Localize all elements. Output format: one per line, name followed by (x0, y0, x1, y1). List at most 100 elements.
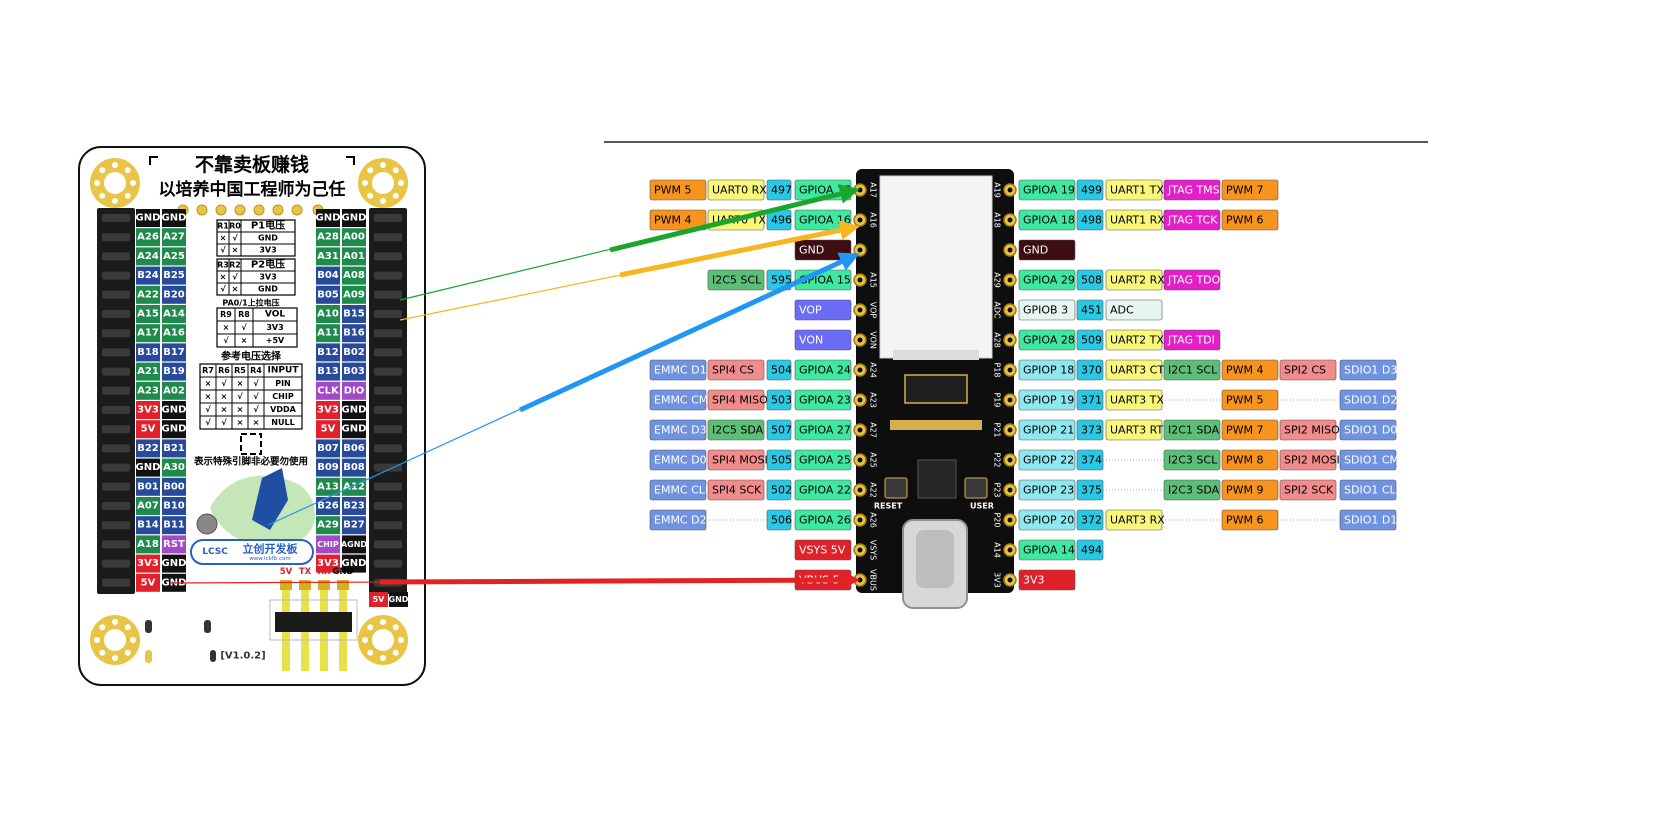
pin-function-label: SPI4 CS (707, 359, 765, 381)
board-pin-bg (136, 343, 160, 362)
board-pin-bg (162, 497, 186, 515)
board-pin-label: 5V (136, 420, 160, 439)
pin-header-pin (374, 233, 402, 242)
mounting-hole-via (367, 167, 374, 174)
pin-function-text: EMMC CMD (654, 394, 717, 407)
pin-function-label: JTAG TDO (1163, 269, 1221, 291)
pin-function-bg (1076, 419, 1104, 441)
pin-function-label: SPI2 MOSI (1279, 449, 1340, 471)
mounting-hole-via (392, 167, 399, 174)
board-pin-label: GND (342, 554, 366, 573)
pin-function-bg (1018, 509, 1076, 531)
board-pin-label: A25 (162, 247, 186, 266)
board-pin-label: B16 (342, 324, 366, 343)
pin-header-pin (102, 214, 130, 222)
pin-header-pin (374, 214, 402, 222)
pin-header-pin (102, 482, 130, 491)
pin-function-text: GPIOA 14 (1023, 544, 1075, 557)
logo-url: www.lckfb.com (249, 556, 290, 562)
button-user-label: USER (970, 502, 994, 511)
board-pin-bg (162, 228, 186, 247)
uart-header-label: GND (332, 567, 353, 577)
board-pin-label: B26 (316, 497, 340, 515)
pin-function-label: 494 (1076, 539, 1104, 561)
pin-function-label: 3V3 (1018, 569, 1076, 591)
pin-function-label: GND (794, 239, 852, 261)
pin-function-label: PWM 5 (1221, 389, 1279, 411)
pin-header-pin (374, 540, 402, 549)
board-pin-bg (316, 381, 340, 400)
board-pin-text: A09 (343, 289, 365, 300)
pin-function-text: 509 (1081, 334, 1102, 347)
mounting-hole-via (94, 180, 100, 186)
pin-function-bg (707, 389, 765, 411)
board-pin-label: A12 (342, 477, 366, 496)
pin-function-bg (794, 329, 852, 351)
pin-function-label: 373 (1076, 419, 1104, 441)
pcb-silk-label: A29 (993, 272, 1002, 288)
pin-header-pin (374, 482, 402, 491)
logo-badge (190, 539, 314, 565)
board-pin-label: GND (136, 458, 160, 477)
pin-function-label: JTAG TDI (1163, 329, 1221, 351)
pcb-silk-label: 3V3 (993, 572, 1002, 588)
mounting-hole-via (130, 637, 136, 643)
edge-pad-hole (857, 247, 863, 253)
config-table-cell: × (237, 418, 244, 427)
board-pin-text: B21 (163, 443, 185, 454)
pin-header-pin (374, 386, 402, 395)
board-pin-text: B02 (343, 347, 365, 358)
config-table-cell: √ (205, 418, 211, 427)
board-pin-bg (162, 362, 186, 381)
pin-function-bg (794, 449, 852, 471)
button-reset-label: RESET (874, 502, 903, 511)
board-pin-text: A00 (343, 232, 365, 243)
board-pin-bg (316, 228, 340, 247)
pa-pullup-title: PA0/1上拉电压 (222, 298, 279, 308)
board-pin-label: A26 (136, 228, 160, 247)
pin-function-label: UART2 TX (1105, 329, 1164, 351)
config-table-head: R3 (217, 261, 229, 270)
config-table-cell: × (253, 418, 260, 427)
pin-function-bg (1018, 449, 1076, 471)
smd-component (210, 650, 216, 662)
board-pin-bg (316, 209, 340, 227)
board-pin-bg (316, 439, 340, 458)
edge-pad-hole (1007, 217, 1013, 223)
board-pin-bg (136, 324, 160, 343)
edge-pad-hole (1007, 547, 1013, 553)
pin-function-text: UART1 TX (1110, 184, 1164, 197)
edge-pad-hole (857, 547, 863, 553)
pin-function-text: SPI2 SCK (1284, 484, 1334, 497)
config-table-cell: √ (241, 323, 247, 332)
pin-function-text: GPIOP 21 (1023, 424, 1074, 437)
pin-function-bg (794, 209, 852, 231)
board-pin-bg (136, 401, 160, 419)
pin-header-strip (97, 208, 135, 594)
pin-function-label: PWM 6 (1221, 209, 1279, 231)
pin-function-text: UART1 RX (1110, 214, 1165, 227)
mounting-hole-via (362, 637, 368, 643)
pin-function-text: UART3 RTS (1110, 424, 1170, 437)
pcb-silk-label: A28 (993, 332, 1002, 348)
pin-function-bg (707, 179, 765, 201)
pcb-silk-label: P19 (993, 392, 1002, 407)
config-table-cell: × (220, 234, 227, 243)
pin-function-bg (707, 419, 765, 441)
board-pin-text: CLK (317, 385, 340, 396)
config-table-cell: √ (232, 273, 238, 282)
pin-function-text: SDIO1 D2 (1344, 394, 1397, 407)
board-pin-bg (316, 324, 340, 343)
board-pin-text: B08 (343, 462, 365, 473)
pcb-silk-label: P22 (993, 452, 1002, 467)
pin-function-bg (766, 419, 792, 441)
rocket-icon (252, 468, 288, 530)
config-table-title: P2电压 (251, 258, 285, 271)
board-pin-bg (162, 381, 186, 400)
pin-function-text: I2C5 SDA (712, 424, 764, 437)
red-arrow (379, 570, 860, 591)
pin-function-text: 507 (771, 424, 792, 437)
config-table-cell: × (220, 273, 227, 282)
pin-function-label: UART3 CTS (1105, 359, 1171, 381)
